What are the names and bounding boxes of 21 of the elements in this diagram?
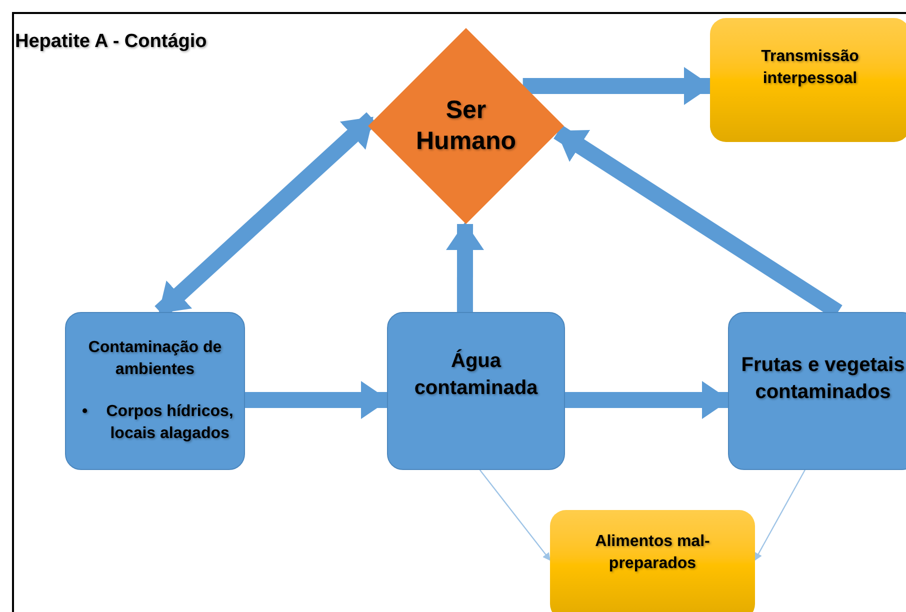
node-label: Frutas e vegetais contaminados	[740, 352, 906, 405]
node-label: Alimentos mal-preparados	[594, 532, 711, 574]
diagram-title: Hepatite A - Contágio	[15, 30, 207, 54]
node-label: Ser Humano	[415, 94, 517, 157]
block-arrow	[446, 222, 484, 312]
bullet-item: Corpos hídricos, locais alagados	[105, 402, 234, 444]
node-label: Água contaminada	[413, 348, 539, 401]
process-box	[728, 312, 906, 470]
node-label: Contaminação de ambientes	[87, 338, 223, 380]
block-arrow	[522, 66, 712, 105]
process-box	[65, 312, 245, 470]
decision-diamond	[368, 28, 564, 224]
process-box	[387, 312, 565, 470]
bullet-marker: •	[82, 402, 88, 422]
process-box	[710, 18, 906, 142]
process-box	[550, 510, 755, 612]
arrow	[754, 470, 806, 561]
arrow	[479, 470, 551, 561]
block-arrow	[245, 381, 389, 419]
node-label: Transmissão interpessoal	[760, 47, 860, 89]
block-arrow	[565, 381, 730, 419]
